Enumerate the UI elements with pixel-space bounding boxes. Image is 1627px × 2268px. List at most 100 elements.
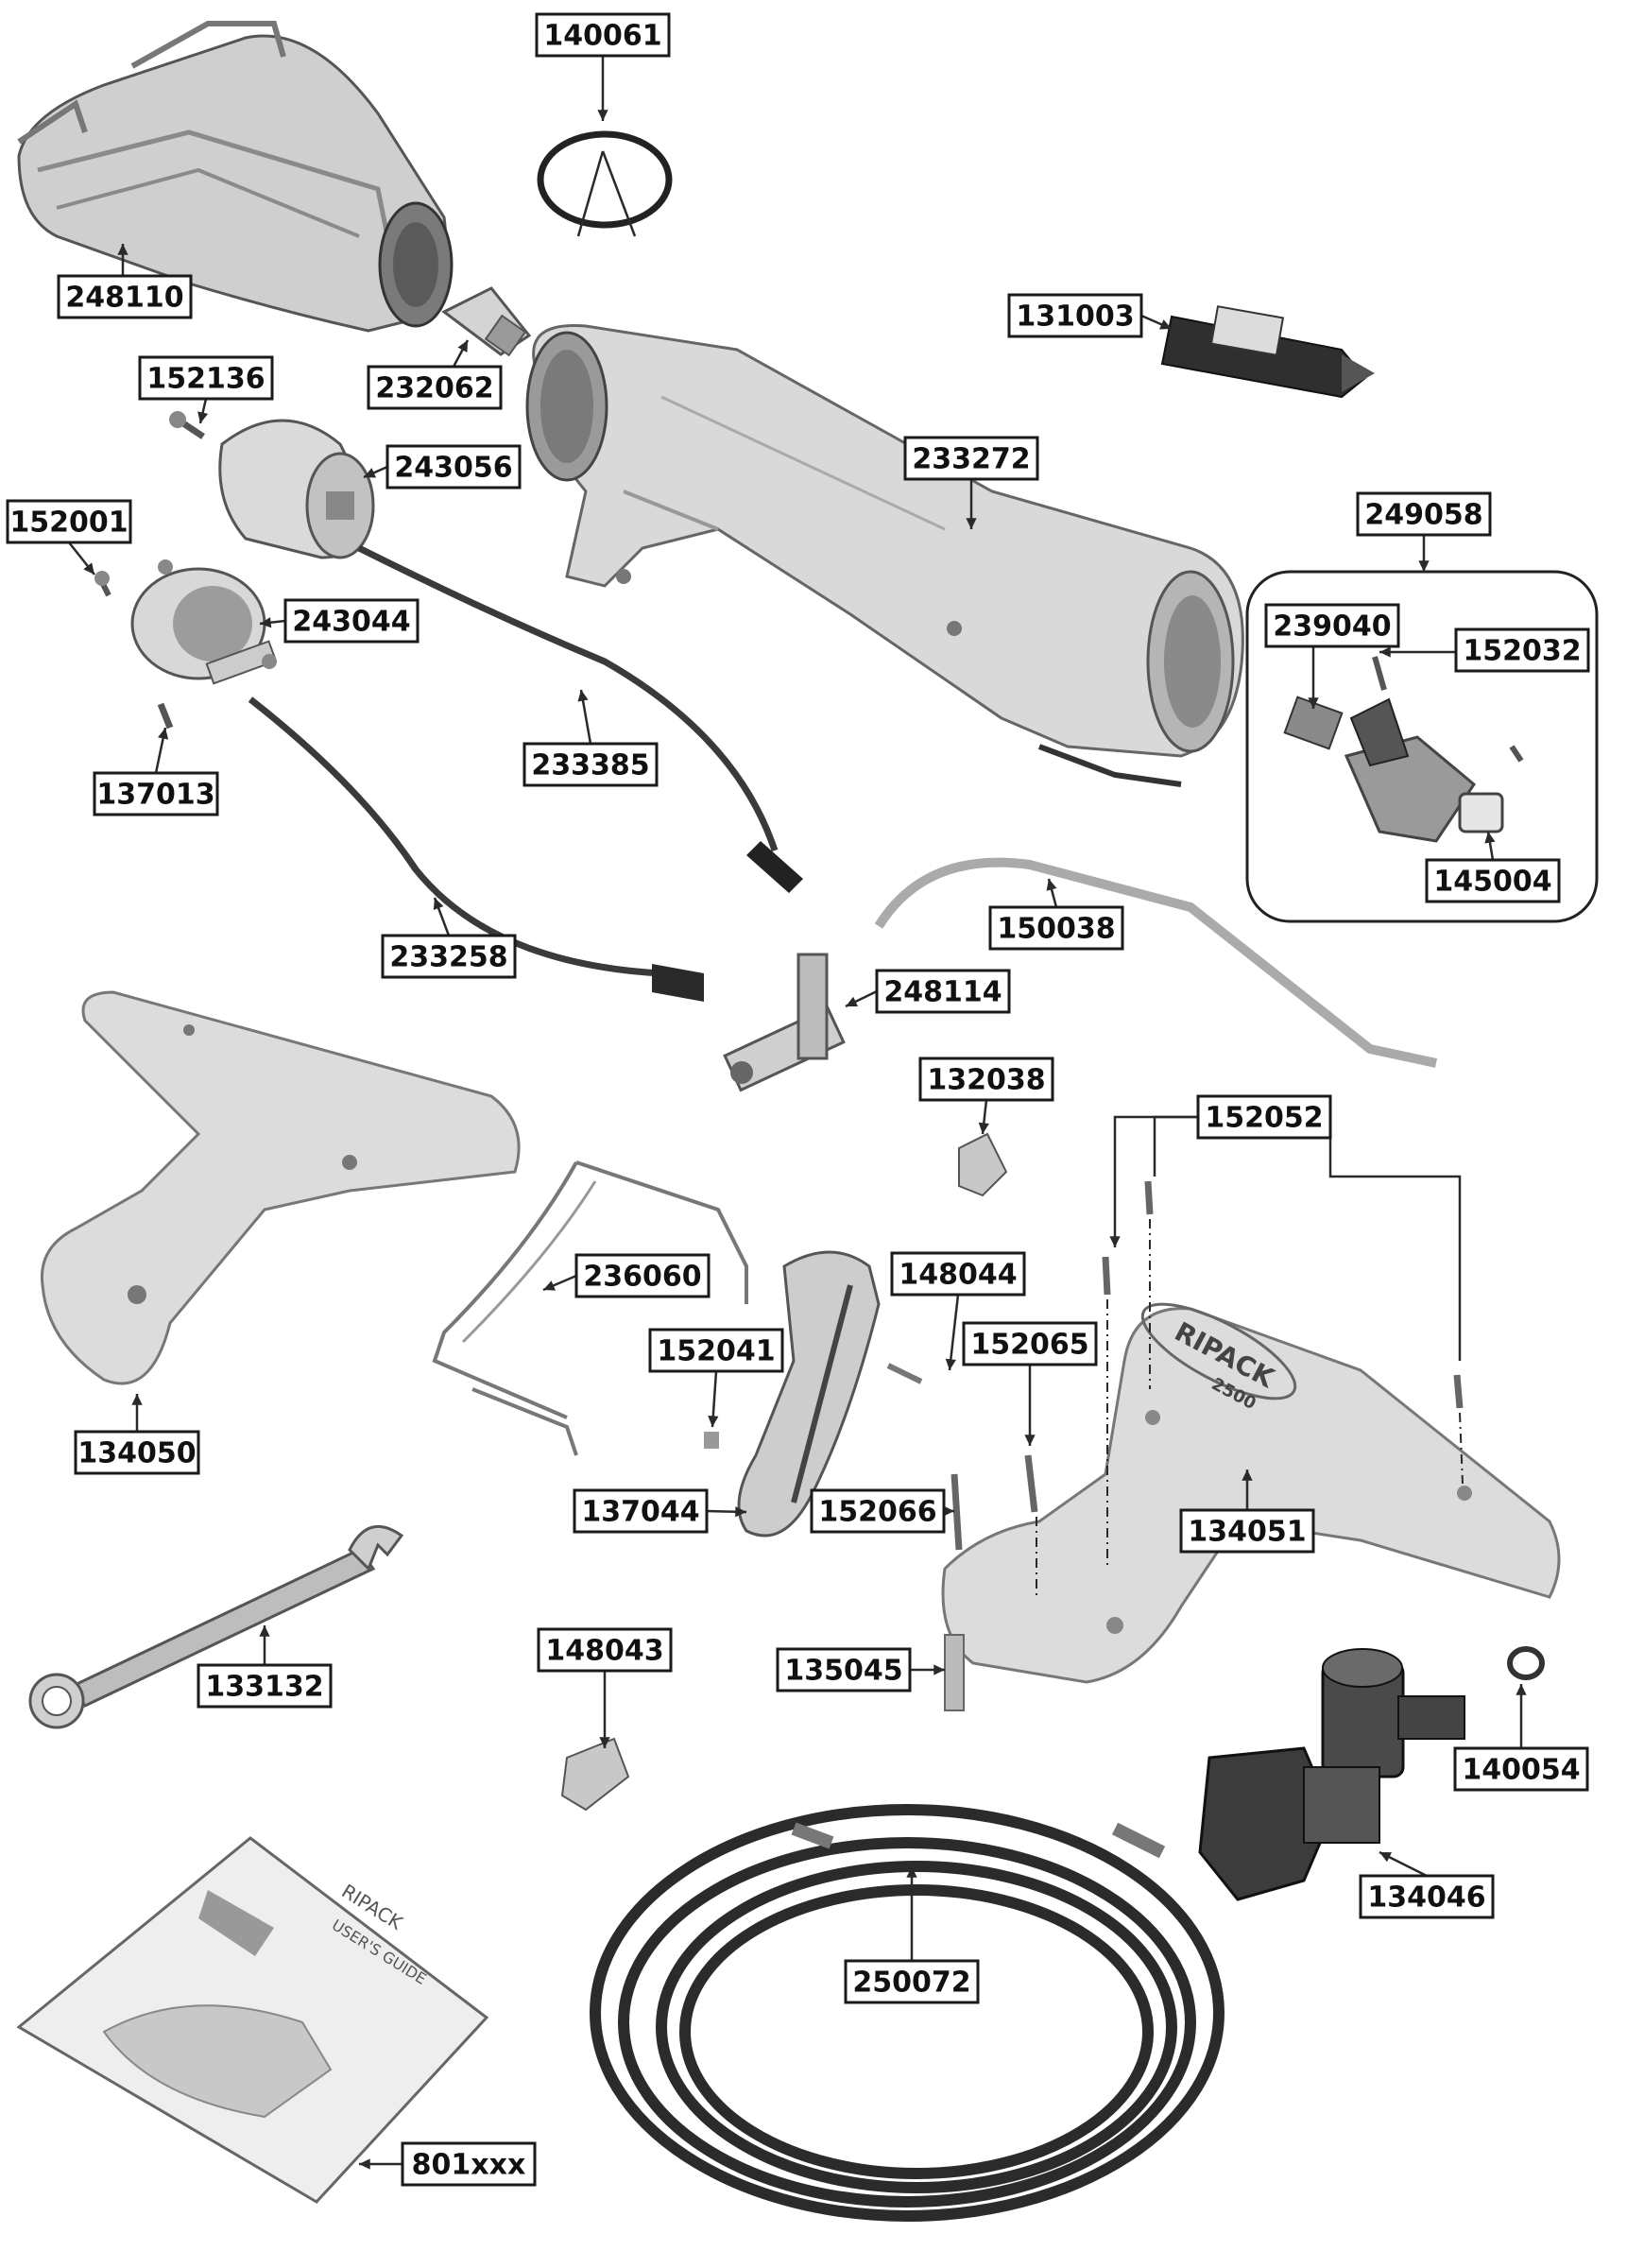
part-label-132038: 132038 <box>918 1057 1054 1102</box>
part-label-box <box>1359 1874 1495 1919</box>
part-number-text: 248110 <box>65 282 183 315</box>
part-152136-screw <box>169 411 205 439</box>
part-label-box <box>138 355 274 401</box>
part-label-249058: 249058 <box>1356 491 1492 537</box>
part-134050-grip-half <box>40 990 521 1385</box>
part-label-150038: 150038 <box>988 905 1124 951</box>
leader-arrowhead <box>1418 560 1430 572</box>
part-label-box <box>74 1430 200 1475</box>
part-label-box <box>573 1488 709 1534</box>
part-label-152052: 152052 <box>1196 1094 1332 1140</box>
part-number-text: 152052 <box>1205 1102 1323 1135</box>
leader-arrowhead <box>708 1415 719 1427</box>
part-label-152041: 152041 <box>648 1328 784 1373</box>
leader-line-148044 <box>948 1294 960 1371</box>
part-label-box <box>1453 1746 1589 1792</box>
part-label-box <box>1179 1508 1315 1554</box>
part-number-text: 140054 <box>1462 1754 1580 1787</box>
part-label-137044: 137044 <box>573 1488 709 1534</box>
part-label-box <box>1007 293 1143 338</box>
leader-arrowhead <box>599 1737 610 1748</box>
part-label-box <box>648 1328 784 1373</box>
leader-arrowhead <box>433 898 444 910</box>
part-label-233272: 233272 <box>903 436 1039 481</box>
part-152001-screw <box>94 571 111 597</box>
part-label-box <box>283 598 420 644</box>
part-label-box <box>988 905 1124 951</box>
leader-arrowhead <box>83 562 94 575</box>
part-134046-regulator <box>1198 1648 1465 1901</box>
part-236060-guard <box>432 1160 748 1456</box>
leader-arrowhead <box>906 1866 917 1878</box>
part-label-236060: 236060 <box>574 1253 711 1298</box>
part-number-text: 137044 <box>581 1496 699 1529</box>
part-label-140061: 140061 <box>535 12 671 58</box>
leader-arrowhead <box>158 728 169 740</box>
leader-arrowhead <box>259 1625 270 1637</box>
part-label-box <box>918 1057 1054 1102</box>
part-137013-screw <box>157 702 174 730</box>
leader-arrowhead <box>966 518 977 529</box>
part-243044-collar <box>130 559 278 685</box>
part-134051-grip-half: RIPACK 2500 <box>941 1302 1561 1684</box>
part-249058-valve-block <box>1283 656 1524 843</box>
part-number-text: 131003 <box>1016 301 1134 334</box>
part-label-box <box>197 1663 333 1709</box>
part-140054-washer <box>1507 1646 1545 1680</box>
part-number-text: 152065 <box>970 1329 1088 1362</box>
part-label-801xxx: 801xxx <box>401 2141 537 2187</box>
part-label-243056: 243056 <box>385 444 522 490</box>
leader-line-branch <box>1328 1117 1462 1361</box>
part-233272-main-body <box>525 323 1244 787</box>
part-248110-nozzle <box>17 21 454 333</box>
part-number-text: 148043 <box>545 1635 663 1668</box>
part-label-133132: 133132 <box>197 1663 333 1709</box>
leader-arrowhead <box>364 468 376 478</box>
leader-arrowhead <box>543 1280 556 1291</box>
leader-arrowhead <box>359 2158 370 2170</box>
part-number-text: 243056 <box>394 452 512 485</box>
part-illustrations: RIPACK 2500 <box>16 21 1599 2222</box>
part-number-text: 233272 <box>912 443 1030 476</box>
part-label-152136: 152136 <box>138 355 274 401</box>
part-label-box <box>522 742 659 787</box>
leader-arrowhead <box>260 617 272 628</box>
part-248114-tee <box>723 953 846 1092</box>
part-label-233385: 233385 <box>522 742 659 787</box>
part-label-box <box>1425 858 1561 903</box>
part-label-box <box>401 2141 537 2187</box>
leader-arrowhead <box>1046 879 1057 891</box>
leader-line-branch <box>576 150 605 237</box>
leader-arrowhead <box>457 340 468 352</box>
part-number-text: 134046 <box>1367 1881 1485 1915</box>
kit-dash-lines <box>1036 1219 1464 1597</box>
leader-arrowhead <box>1109 1236 1121 1247</box>
part-number-text: 152136 <box>146 363 265 396</box>
part-132038-nut <box>958 1132 1008 1197</box>
leader-arrowhead <box>945 1358 956 1370</box>
part-label-152066: 152066 <box>810 1488 946 1534</box>
leader-arrowhead <box>933 1664 945 1675</box>
part-number-text: 250072 <box>852 1967 970 2000</box>
part-number-text: 249058 <box>1364 499 1482 532</box>
leader-arrowhead <box>978 1122 989 1134</box>
leader-arrowhead <box>1484 832 1496 844</box>
part-label-131003: 131003 <box>1007 293 1143 338</box>
part-number-text: 232062 <box>375 372 493 405</box>
part-250072-hose <box>590 1804 1225 2222</box>
part-number-text: 152032 <box>1463 635 1581 668</box>
part-label-box <box>1196 1094 1332 1140</box>
part-number-text: 248114 <box>883 976 1002 1009</box>
part-label-box <box>776 1647 912 1692</box>
leader-arrowhead <box>735 1506 746 1518</box>
part-label-box <box>381 934 517 979</box>
part-label-box <box>890 1251 1026 1297</box>
part-label-248114: 248114 <box>875 969 1011 1014</box>
part-152041-pin <box>704 1432 719 1449</box>
screws-152052-152065-152066 <box>951 1180 1464 1551</box>
part-140061-oring <box>537 130 673 229</box>
part-label-box <box>574 1253 711 1298</box>
part-135045-stud <box>944 1634 965 1711</box>
part-label-135045: 135045 <box>776 1647 912 1692</box>
part-label-box <box>844 1959 980 2004</box>
